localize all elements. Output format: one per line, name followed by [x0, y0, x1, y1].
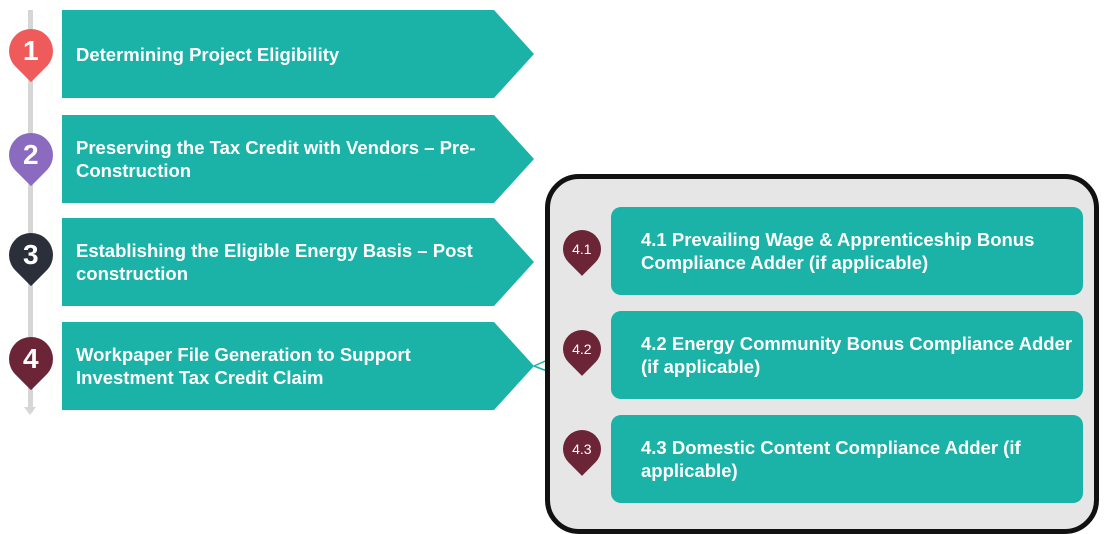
step-2-label: Preserving the Tax Credit with Vendors –…	[76, 137, 476, 181]
step-2-number: 2	[23, 139, 39, 171]
step-4-banner: Workpaper File Generation to Support Inv…	[62, 322, 534, 410]
substep-4-2-label: 4.2 Energy Community Bonus Compliance Ad…	[641, 333, 1073, 377]
substep-4-3-label: 4.3 Domestic Content Compliance Adder (i…	[641, 437, 1021, 481]
substep-4-3-number: 4.3	[572, 441, 592, 457]
step-1-number: 1	[23, 35, 39, 67]
substep-4-2-box: 4.2 Energy Community Bonus Compliance Ad…	[611, 311, 1083, 399]
timeline-arrow-icon	[24, 407, 36, 415]
substep-4-2-number: 4.2	[572, 341, 592, 357]
step-4-label: Workpaper File Generation to Support Inv…	[76, 344, 411, 388]
substep-4-1-label: 4.1 Prevailing Wage & Apprenticeship Bon…	[641, 229, 1035, 273]
step-1-label: Determining Project Eligibility	[76, 43, 340, 65]
substep-4-1-box: 4.1 Prevailing Wage & Apprenticeship Bon…	[611, 207, 1083, 295]
step-1-banner: Determining Project Eligibility	[62, 10, 534, 98]
timeline-line	[28, 10, 33, 412]
substep-4-1-number: 4.1	[572, 241, 592, 257]
substep-4-3-box: 4.3 Domestic Content Compliance Adder (i…	[611, 415, 1083, 503]
step-2-banner: Preserving the Tax Credit with Vendors –…	[62, 115, 534, 203]
step-3-number: 3	[23, 239, 39, 271]
step-3-label: Establishing the Eligible Energy Basis –…	[76, 240, 473, 284]
step-3-banner: Establishing the Eligible Energy Basis –…	[62, 218, 534, 306]
step-4-number: 4	[23, 343, 39, 375]
